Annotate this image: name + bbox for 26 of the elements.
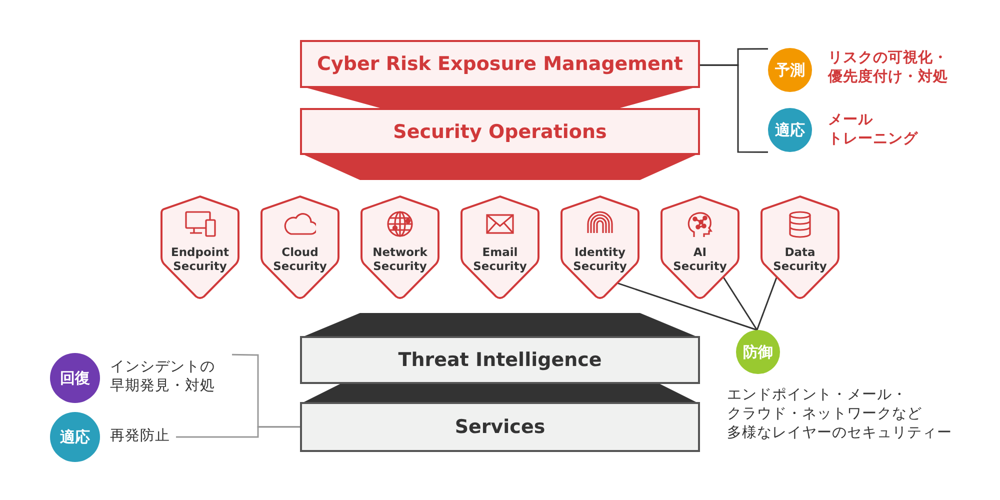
shield-label: Identity Security [572, 245, 628, 273]
shield-label: Email Security [472, 245, 528, 273]
layer-label: Cyber Risk Exposure Management [316, 52, 684, 76]
category-circle: 予測 [768, 48, 812, 92]
category-circle: 防御 [736, 330, 780, 374]
connector-line [722, 276, 758, 330]
layer-label: Security Operations [392, 120, 608, 144]
layer-label: Threat Intelligence [397, 348, 603, 372]
category-circle: 適応 [768, 108, 812, 152]
description-text: メールトレーニング [828, 111, 918, 149]
description-text: リスクの可視化・優先度付け・対処 [828, 49, 948, 87]
connector-line [700, 64, 768, 153]
connector-line [756, 276, 778, 330]
shield-label: Cloud Security [272, 245, 328, 273]
description-text: 再発防止 [110, 427, 170, 446]
connector-line [617, 282, 758, 331]
category-circle: 適応 [50, 412, 100, 462]
shield-label: Network Security [372, 245, 428, 273]
category-circle: 回復 [50, 353, 100, 403]
shield-label: Data Security [772, 245, 828, 273]
description-text: エンドポイント・メール・クラウド・ネットワークなど多様なレイヤーのセキュリティー [727, 386, 952, 443]
connector-line [176, 426, 300, 438]
shield-label: Endpoint Security [170, 245, 230, 273]
layer-label: Services [454, 415, 546, 439]
description-text: インシデントの早期発見・対処 [110, 358, 215, 396]
shield-label: AI Security [672, 245, 728, 273]
